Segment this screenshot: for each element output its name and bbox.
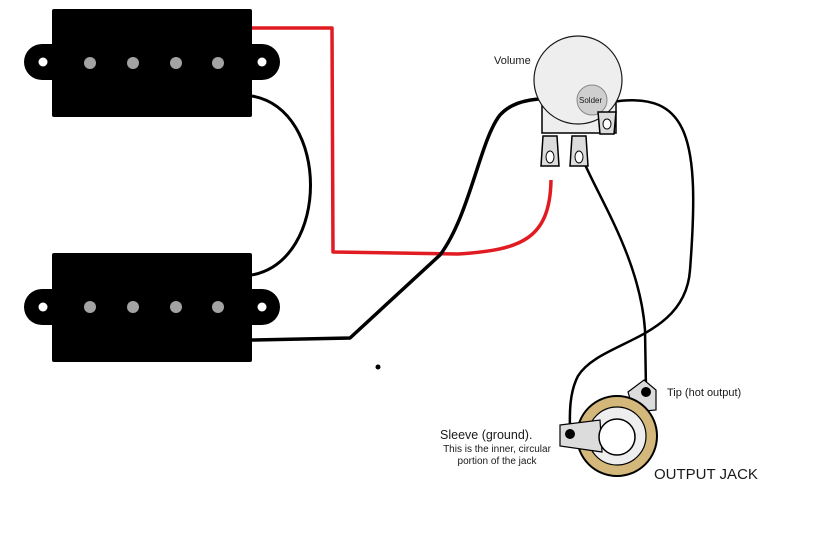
jack-tip-terminal	[641, 387, 651, 397]
hot-wire-pot-to-jack-tip	[581, 159, 648, 391]
bottom-pickup	[24, 253, 280, 362]
jack-sleeve-lug	[559, 419, 603, 453]
top-pickup	[24, 9, 280, 117]
volume-pot-lug-left-hole	[545, 150, 555, 164]
top-pickup-pole-4	[212, 57, 224, 69]
volume-label: Volume	[494, 55, 531, 67]
jack-sleeve-terminal	[565, 429, 575, 439]
volume-pot-knob	[533, 35, 623, 125]
top-pickup-pole-2	[127, 57, 139, 69]
top-pickup-body	[52, 9, 252, 117]
jack-center-hole	[598, 418, 636, 456]
bottom-pickup-pole-3	[170, 301, 182, 313]
bottom-pickup-screw-hole-left	[38, 302, 48, 312]
sleeve-note: This is the inner, circular portion of t…	[443, 444, 551, 467]
bottom-pickup-pole-4	[212, 301, 224, 313]
top-pickup-pole-3	[170, 57, 182, 69]
bottom-pickup-pole-1	[84, 301, 96, 313]
solder-point	[576, 84, 608, 116]
top-pickup-screw-hole-right	[257, 57, 267, 67]
volume-pot-lug-right-hole	[602, 118, 612, 130]
sleeve-label: Sleeve (ground).	[440, 428, 533, 442]
bottom-pickup-pole-2	[127, 301, 139, 313]
hot-wire-red	[252, 26, 553, 256]
stray-dot	[375, 364, 381, 370]
solder-label: Solder	[579, 96, 603, 105]
bottom-pickup-body	[52, 253, 252, 362]
top-pickup-screw-hole-left	[38, 57, 48, 67]
top-pickup-pole-1	[84, 57, 96, 69]
tip-label: Tip (hot output)	[667, 387, 742, 399]
ground-wire-pot-to-jack-sleeve	[568, 99, 695, 434]
bottom-pickup-screw-hole-right	[257, 302, 267, 312]
volume-pot-lug-middle-hole	[574, 150, 584, 164]
volume-pot	[533, 35, 623, 167]
output-jack	[559, 379, 658, 477]
pickup-series-wire	[251, 94, 312, 277]
output-jack-label: OUTPUT JACK	[654, 466, 758, 483]
